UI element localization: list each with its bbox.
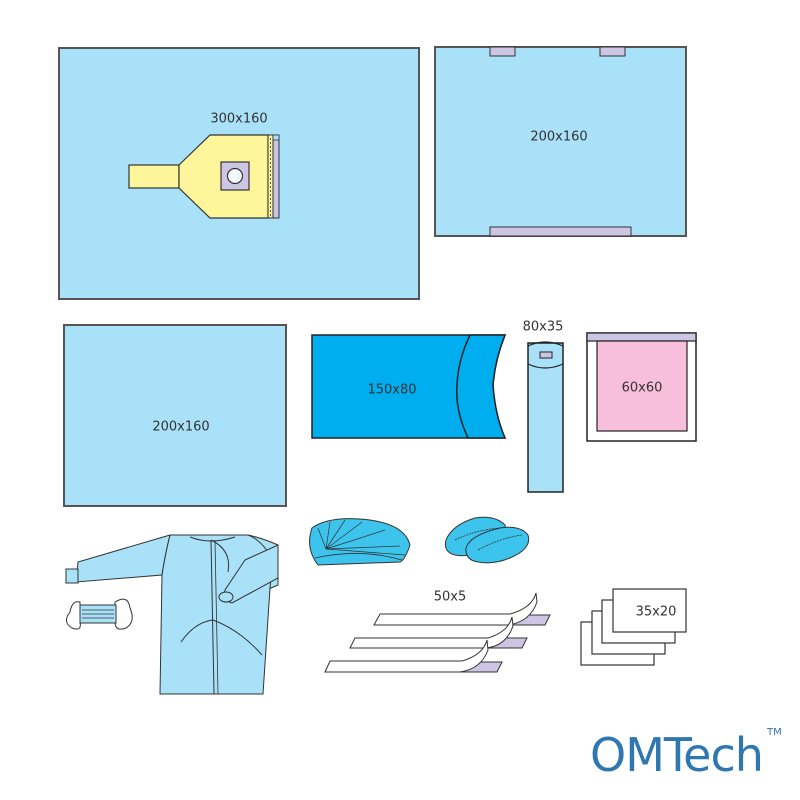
towels-label: 35x20 (635, 604, 677, 620)
mayo-cover-label: 80x35 (522, 319, 564, 335)
drape-300x160-label: 300x160 (210, 111, 268, 127)
trademark-mark: TM (767, 727, 782, 738)
tape-strips-label: 50x5 (433, 589, 467, 605)
brand-logo: OMTech (590, 728, 764, 782)
adhesive-drape-label: 60x60 (621, 380, 663, 396)
drape-200x160-top (434, 46, 687, 237)
drape-200x160-mid (63, 324, 287, 507)
drape-200x160-top-label: 200x160 (530, 129, 588, 145)
drape-200x160-mid-label: 200x160 (152, 419, 210, 435)
table-cover-label: 150x80 (367, 382, 417, 398)
